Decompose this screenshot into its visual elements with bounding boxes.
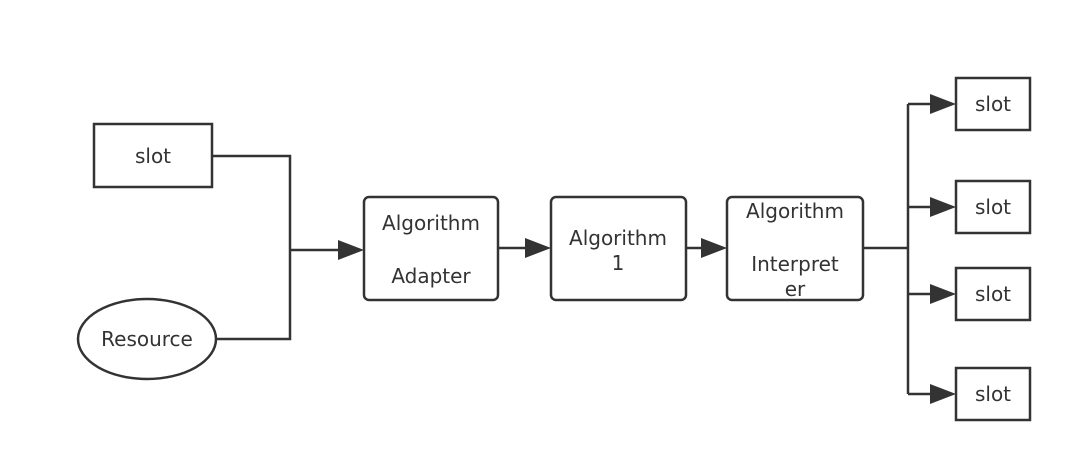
node-algorithm1-line-1: Algorithm <box>569 226 667 250</box>
node-interpreter-line-1: Algorithm <box>746 199 844 223</box>
arrowhead-slot-1 <box>930 94 956 114</box>
node-slot-output-4-label: slot <box>975 382 1011 406</box>
edges <box>212 94 956 404</box>
arrowhead-interpreter <box>701 238 727 258</box>
arrowhead-slot-3 <box>930 284 956 304</box>
node-resource-label: Resource <box>101 327 193 351</box>
node-slot-output-2: slot <box>954 179 1032 235</box>
node-slot-output-3: slot <box>954 266 1032 322</box>
node-interpreter-line-3: er <box>785 277 806 301</box>
node-algorithm-1: Algorithm 1 <box>549 195 688 302</box>
node-slot-input: slot <box>92 122 214 189</box>
node-slot-output-1-label: slot <box>975 92 1011 116</box>
node-slot-output-1: slot <box>954 76 1032 132</box>
node-slot-output-4: slot <box>954 366 1032 422</box>
node-slot-input-label: slot <box>135 144 171 168</box>
node-adapter-line-2: Adapter <box>391 264 471 288</box>
arrowhead-slot-2 <box>930 197 956 217</box>
node-algorithm-adapter: Algorithm Adapter <box>362 195 500 302</box>
node-adapter-line-1: Algorithm <box>382 211 480 235</box>
node-interpreter-line-2: Interpret <box>751 252 839 276</box>
edge-slot-to-junction <box>212 154 292 250</box>
arrowhead-algorithm1 <box>525 238 551 258</box>
node-algorithm-interpreter: Algorithm Interpret er <box>725 195 865 302</box>
arrowhead-slot-4 <box>930 384 956 404</box>
edge-resource-to-junction <box>216 250 292 341</box>
arrowhead-adapter <box>338 240 364 260</box>
node-resource: Resource <box>76 297 218 381</box>
node-slot-output-3-label: slot <box>975 282 1011 306</box>
node-slot-output-2-label: slot <box>975 195 1011 219</box>
node-algorithm1-line-2: 1 <box>612 251 625 275</box>
